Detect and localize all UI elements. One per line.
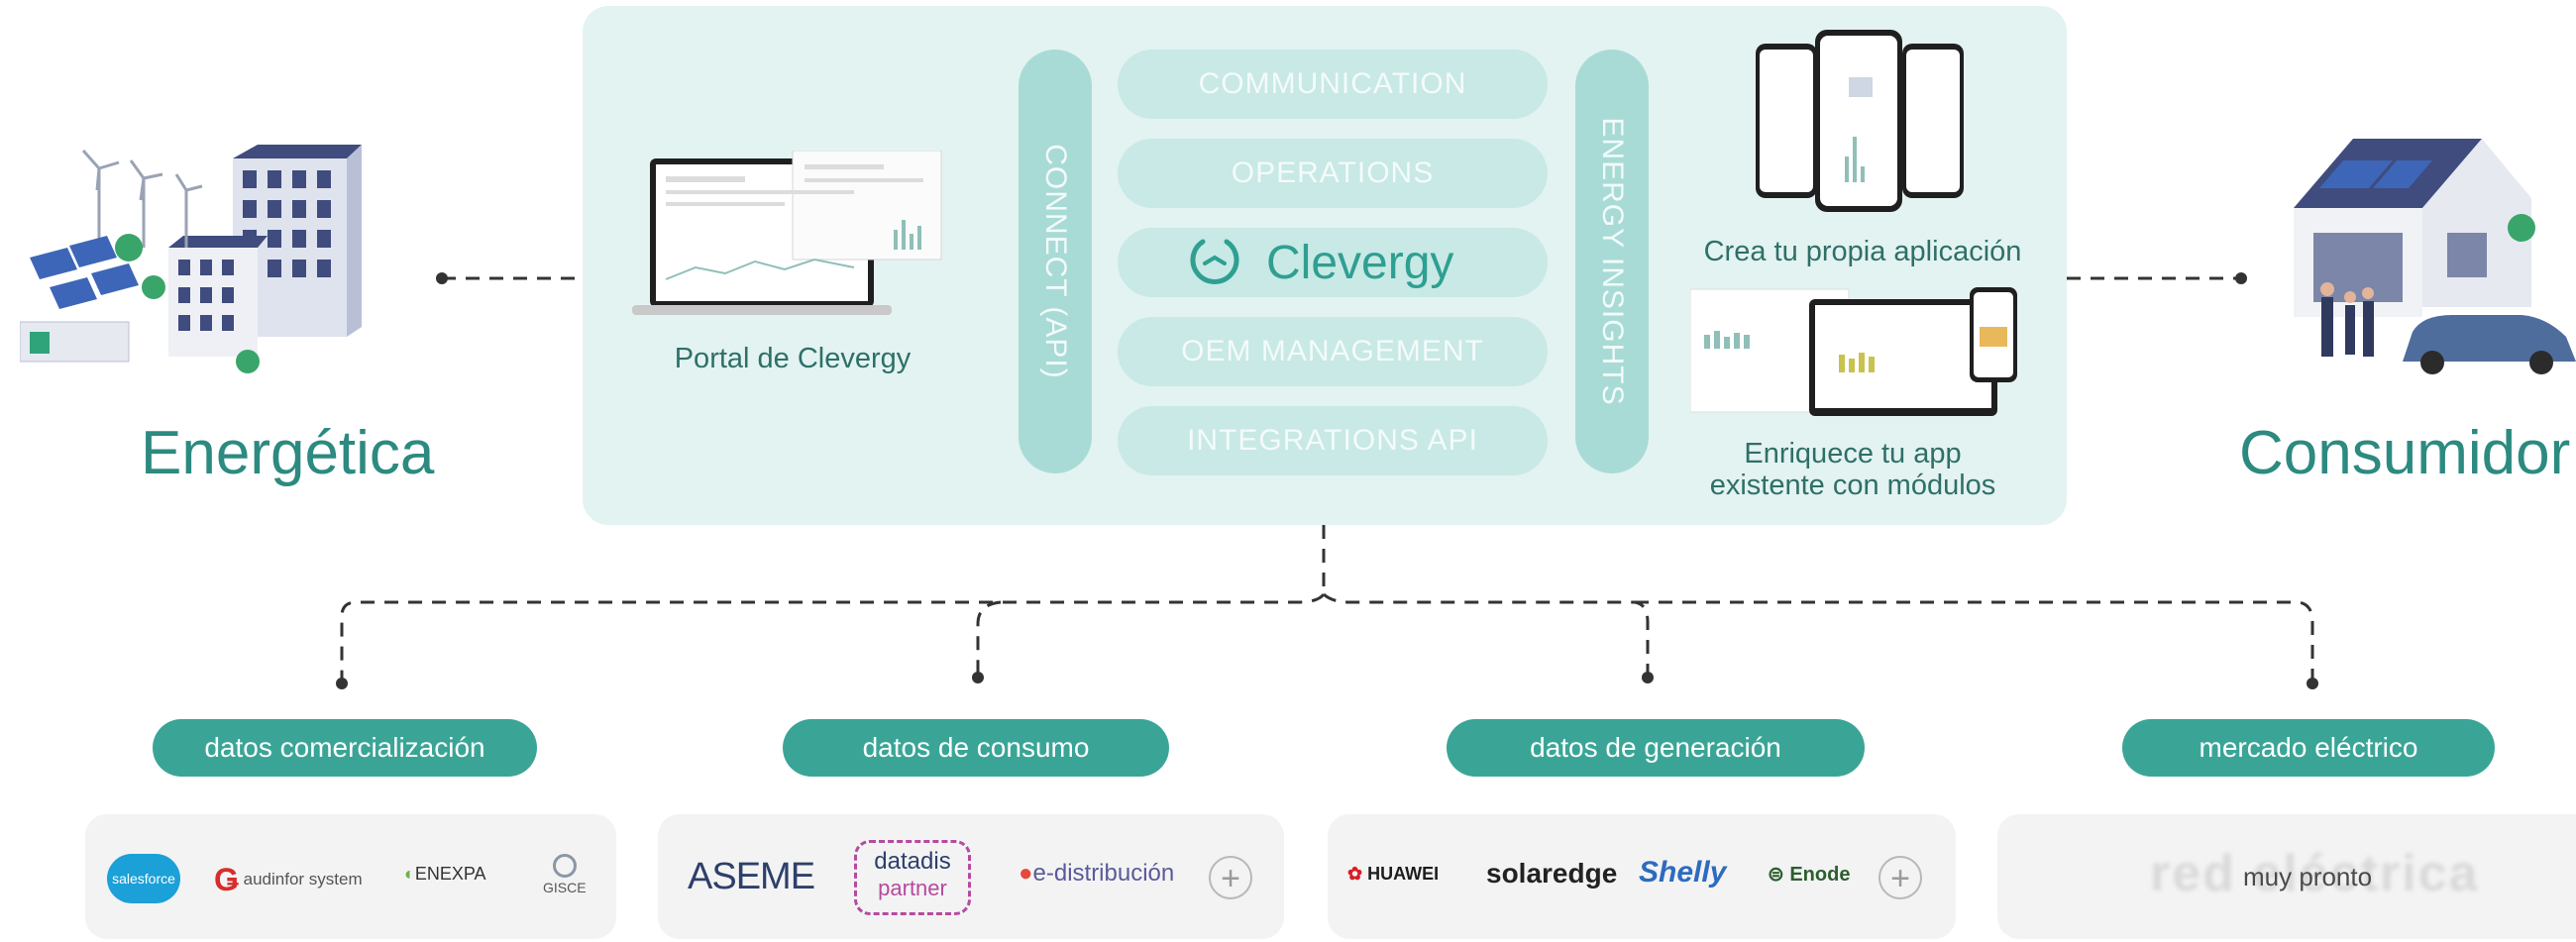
logos-comercializacion: salesforce Ǥ audinfor system ◐ENEXPA GIS… bbox=[85, 814, 616, 939]
audinfor-text: audinfor system bbox=[243, 869, 363, 889]
category-datos-generacion: datos de generación bbox=[1447, 719, 1865, 777]
logos-generacion: ✿ HUAWEI solaredge Shelly ⊜ Enode + bbox=[1328, 814, 1956, 939]
huawei-logo: ✿ HUAWEI bbox=[1347, 864, 1440, 884]
huawei-text: HUAWEI bbox=[1367, 864, 1440, 884]
datadis-partner-logo: datadis partner bbox=[854, 840, 971, 915]
partner-text: partner bbox=[878, 876, 947, 900]
shelly-logo: Shelly bbox=[1639, 856, 1727, 889]
module-communication: COMMUNICATION bbox=[1118, 50, 1548, 119]
module-operations: OPERATIONS bbox=[1118, 139, 1548, 208]
clevergy-logo: Clevergy bbox=[1185, 226, 1482, 299]
consumer-illustration bbox=[2284, 139, 2576, 376]
energy-insights-label: ENERGY INSIGHTS bbox=[1596, 117, 1629, 406]
connect-api-pill: CONNECT (API) bbox=[1019, 50, 1092, 473]
brand-pill bbox=[1118, 228, 1548, 297]
mobile-app-mockup bbox=[1754, 28, 1964, 216]
clevergy-brand-text: Clevergy bbox=[1266, 237, 1454, 289]
datadis-text: datadis bbox=[874, 848, 951, 875]
embedded-modules-mockup bbox=[1689, 287, 2027, 422]
gisce-logo: GISCE bbox=[543, 854, 587, 895]
red-electrica-logo: red eléctrica bbox=[2150, 845, 2480, 902]
more-generacion-sources-button[interactable]: + bbox=[1878, 856, 1922, 899]
logos-mercado: red eléctrica muy pronto bbox=[1997, 814, 2576, 939]
coming-soon-label: muy pronto bbox=[2243, 862, 2373, 891]
portal-caption: Portal de Clevergy bbox=[674, 343, 912, 374]
salesforce-text: salesforce bbox=[112, 871, 175, 887]
e-distribucion-text: e-distribución bbox=[1032, 860, 1175, 887]
audinfor-logo: Ǥ audinfor system bbox=[214, 862, 363, 897]
more-consumo-sources-button[interactable]: + bbox=[1209, 856, 1252, 899]
clevergy-brand-icon bbox=[1190, 239, 1239, 284]
logos-consumo: ASEME datadis partner ●e-distribución + bbox=[658, 814, 1284, 939]
create-app-caption: Crea tu propia aplicación bbox=[1703, 236, 2022, 267]
connect-api-label: CONNECT (API) bbox=[1039, 144, 1072, 379]
module-oem-management: OEM MANAGEMENT bbox=[1118, 317, 1548, 386]
category-datos-consumo: datos de consumo bbox=[783, 719, 1169, 777]
portal-laptop-mockup bbox=[626, 150, 983, 319]
energy-insights-pill: ENERGY INSIGHTS bbox=[1575, 50, 1649, 473]
enexpa-text: ENEXPA bbox=[414, 864, 486, 884]
e-distribucion-logo: ●e-distribución bbox=[1019, 860, 1175, 887]
gisce-text: GISCE bbox=[543, 880, 587, 895]
enode-text: Enode bbox=[1789, 864, 1851, 886]
aseme-logo: ASEME bbox=[688, 856, 815, 897]
category-datos-comercializacion: datos comercialización bbox=[153, 719, 537, 777]
energy-company-illustration bbox=[19, 139, 396, 376]
salesforce-logo: salesforce bbox=[107, 854, 180, 903]
enexpa-logo: ◐ENEXPA bbox=[404, 864, 486, 884]
solaredge-logo: solaredge bbox=[1486, 858, 1618, 889]
energy-company-title: Energética bbox=[141, 419, 435, 487]
enrich-caption: Enriquece tu app existente con módulos bbox=[1709, 438, 1996, 501]
consumer-title: Consumidor bbox=[2239, 419, 2571, 487]
module-integrations-api: INTEGRATIONS API bbox=[1118, 406, 1548, 475]
enode-logo: ⊜ Enode bbox=[1768, 864, 1851, 886]
category-mercado-electrico: mercado eléctrico bbox=[2122, 719, 2495, 777]
